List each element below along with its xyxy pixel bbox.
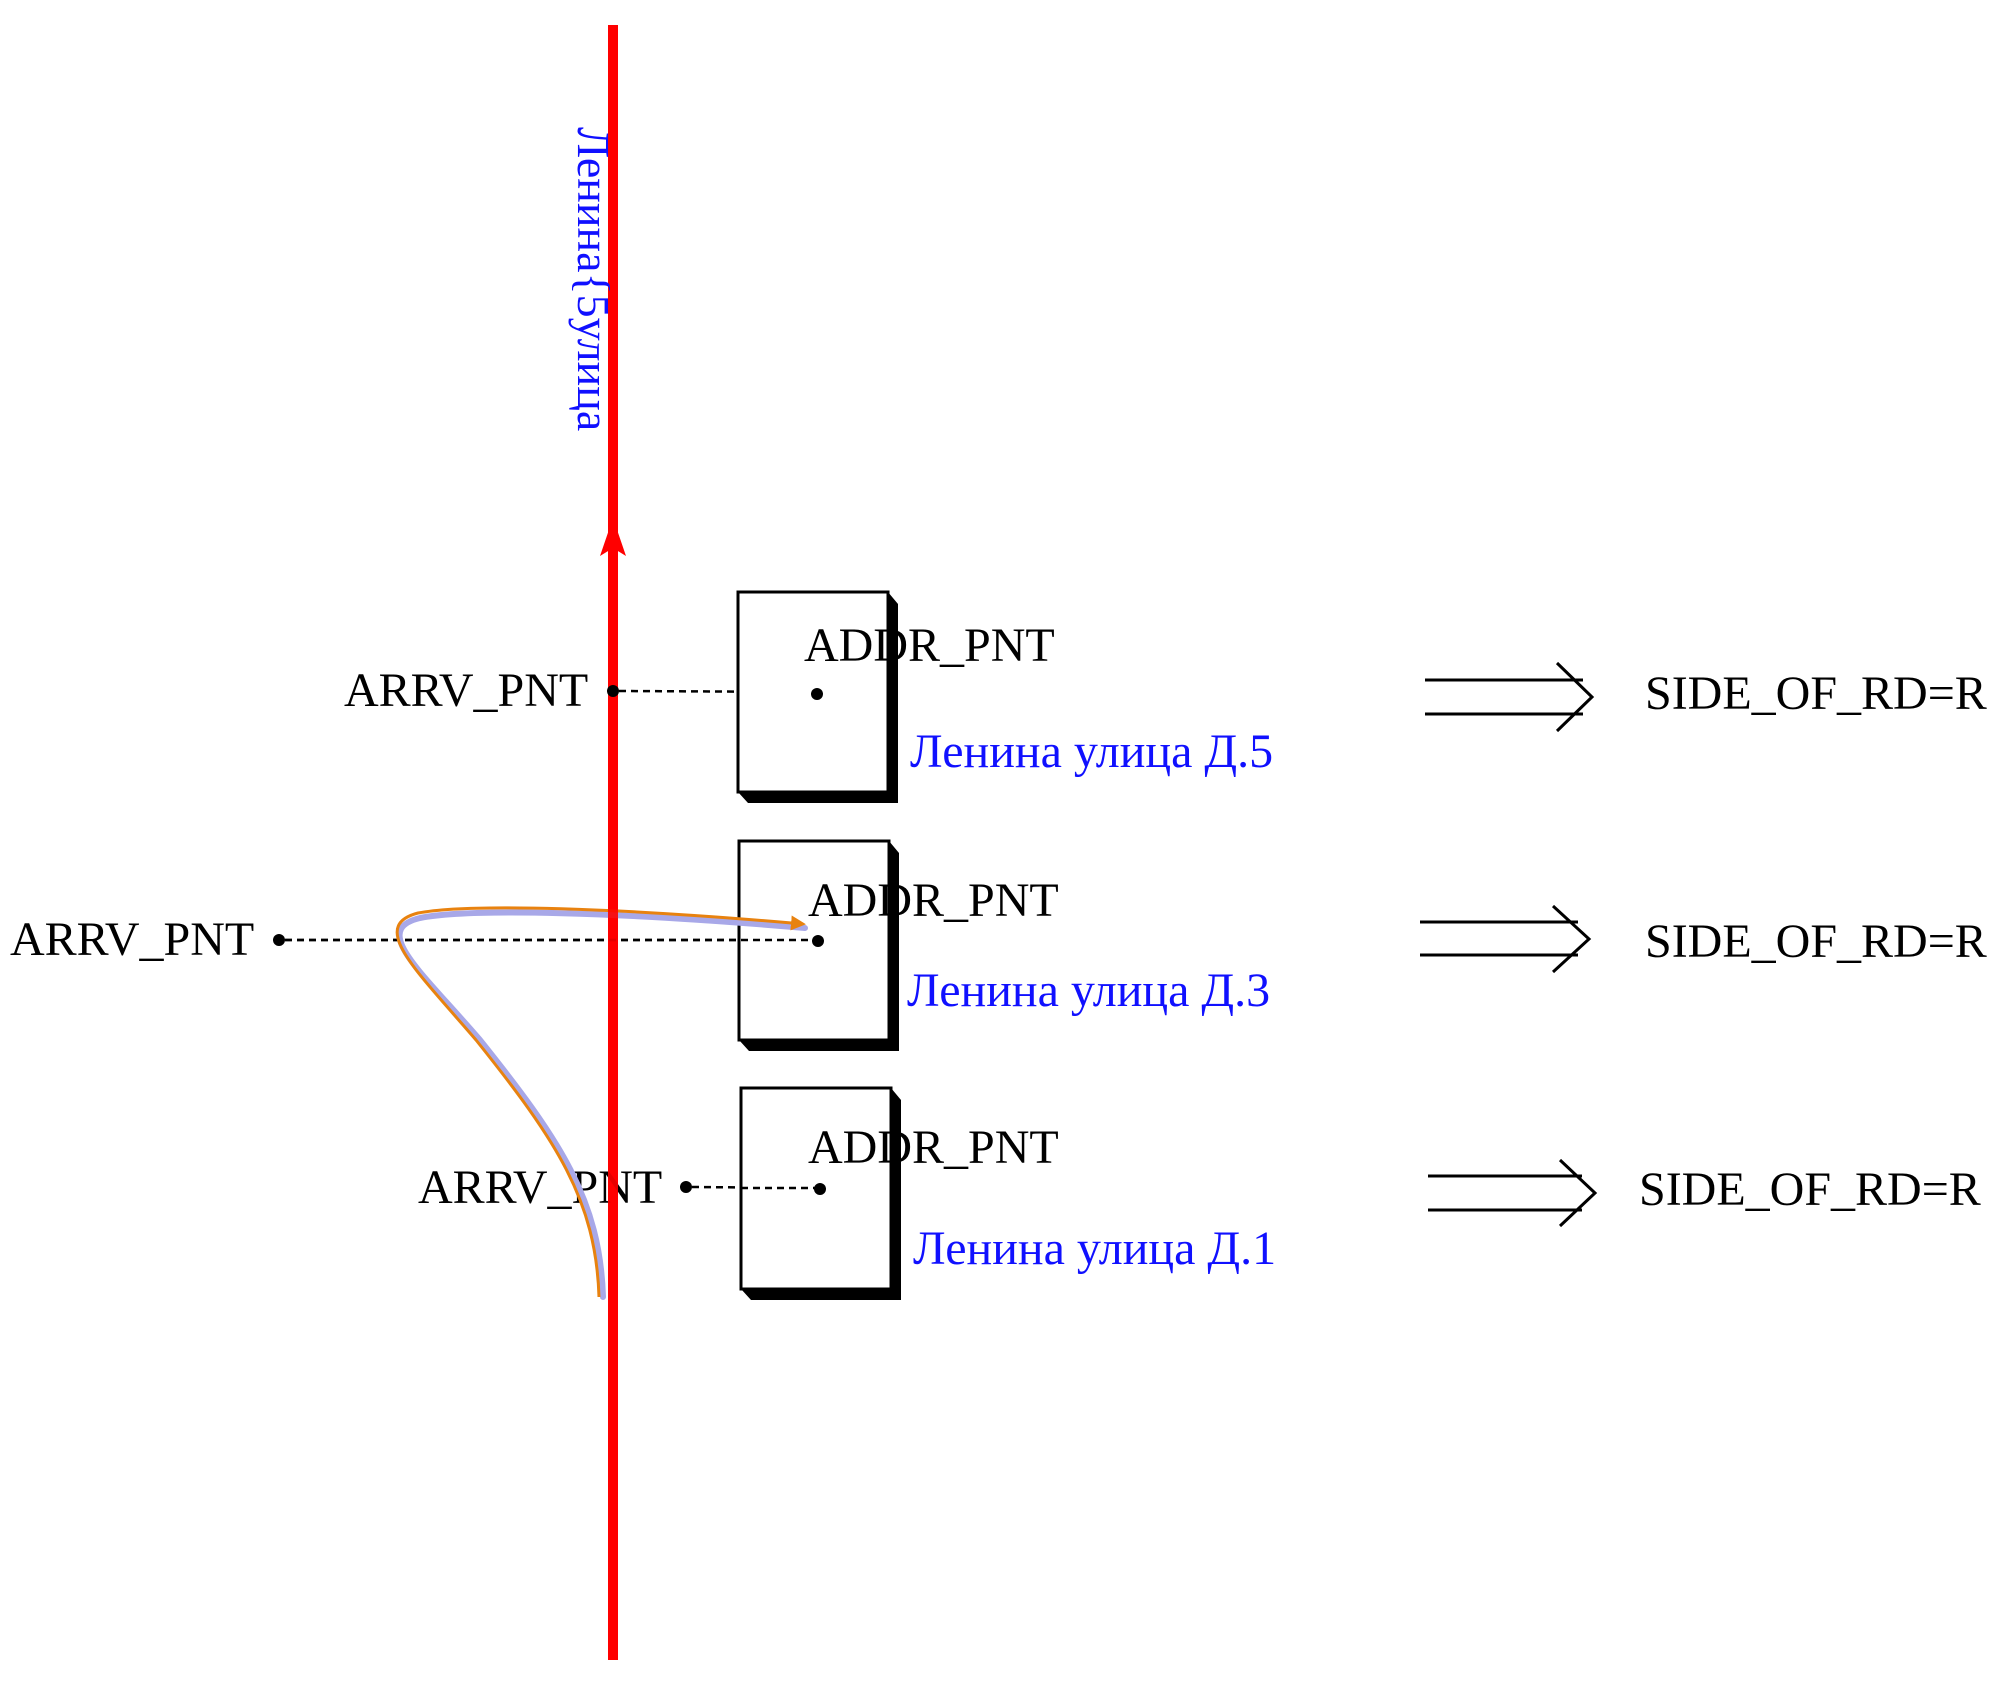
road: Ленина{5улица bbox=[568, 25, 626, 1660]
arrow-up-icon bbox=[600, 518, 626, 556]
side-of-road-result: SIDE_OF_RD=R bbox=[1645, 915, 1987, 968]
arrival-point-label: ARRV_PNT bbox=[344, 664, 588, 717]
address-row: ARRV_PNT ADDR_PNT Ленина улица Д.3 SIDE_… bbox=[10, 839, 1987, 1051]
address-point-dot bbox=[812, 935, 824, 947]
double-arrow-right-icon bbox=[1428, 1158, 1598, 1228]
arrival-point-dot bbox=[607, 685, 619, 697]
address-row: ARRV_PNT ADDR_PNT Ленина улица Д.1 SIDE_… bbox=[418, 1086, 1981, 1300]
address-row: ARRV_PNT ADDR_PNT Ленина улица Д.5 SIDE_… bbox=[344, 590, 1987, 803]
address-point-label: ADDR_PNT bbox=[808, 874, 1059, 927]
double-arrow-right-icon bbox=[1420, 904, 1592, 974]
road-label: Ленина{5улица bbox=[568, 127, 619, 431]
arrival-point-label: ARRV_PNT bbox=[10, 913, 254, 966]
address-point-dot bbox=[814, 1183, 826, 1195]
address-name: Ленина улица Д.5 bbox=[910, 725, 1273, 778]
arrival-point-dot bbox=[273, 934, 285, 946]
address-point-label: ADDR_PNT bbox=[804, 619, 1055, 672]
route-curve bbox=[395, 906, 808, 1300]
side-of-road-result: SIDE_OF_RD=R bbox=[1645, 667, 1987, 720]
double-arrow-right-icon bbox=[1425, 661, 1595, 733]
side-of-road-result: SIDE_OF_RD=R bbox=[1639, 1163, 1981, 1216]
address-point-label: ADDR_PNT bbox=[808, 1121, 1059, 1174]
address-name: Ленина улица Д.3 bbox=[907, 964, 1270, 1017]
arrival-point-dot bbox=[680, 1181, 692, 1193]
arrival-point-label: ARRV_PNT bbox=[418, 1161, 662, 1214]
address-point-dot bbox=[811, 688, 823, 700]
address-name: Ленина улица Д.1 bbox=[913, 1222, 1276, 1275]
route-path bbox=[395, 906, 806, 1298]
